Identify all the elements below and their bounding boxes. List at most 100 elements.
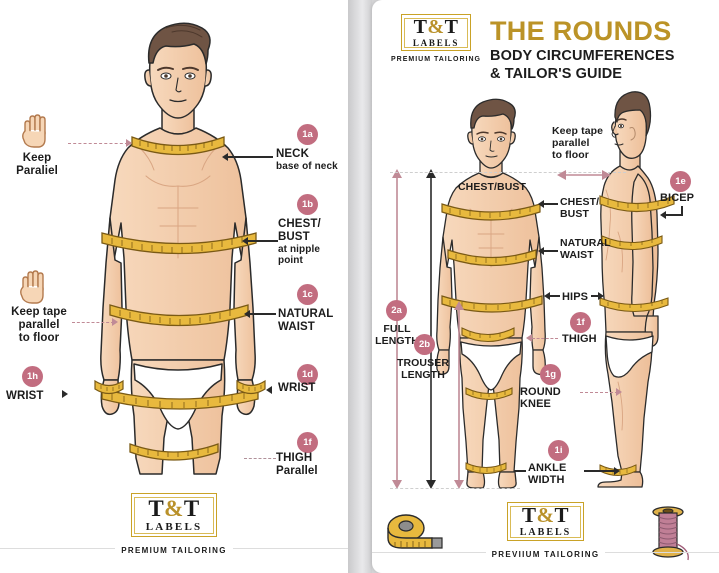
subtitle-line: & TAILOR'S GUIDE: [490, 65, 623, 82]
logo-amp: &: [536, 503, 555, 528]
callout-line: THIGH: [276, 452, 313, 464]
callout-bicep: BICEP: [660, 192, 695, 204]
subtitle-line: BODY CIRCUMFERENCES: [490, 48, 675, 64]
label-line: CHEST/: [560, 196, 600, 208]
leader-line-chest: [248, 240, 278, 242]
page-title: THE ROUNDS: [490, 16, 672, 46]
callout-round-knee: ROUND KNEE: [520, 386, 580, 411]
left-page: Keep Paraliel Keep tape parallel to floo…: [0, 0, 348, 573]
tape-neck-left: [131, 136, 225, 156]
label-line: NATURAL: [560, 237, 611, 249]
leader-line-bicep-v: [681, 206, 683, 216]
logo-labels: LABELS: [519, 527, 572, 538]
callout-line: CHEST/: [278, 218, 321, 230]
badge-1c: 1c: [297, 284, 318, 305]
dash-guide-neck: [68, 143, 128, 144]
leader-line-chest-side: [544, 203, 558, 205]
dash-arrow-knee: [616, 388, 622, 396]
callout-wrist-left: WRIST: [6, 390, 66, 403]
note-line: Paraliel: [16, 164, 58, 177]
badge-1a: 1a: [297, 124, 318, 145]
badge-2a: 2a: [386, 300, 407, 321]
leader-arrow-bicep: [660, 211, 666, 219]
rule-right: [605, 551, 719, 553]
logo-t2: T: [554, 503, 570, 528]
logo-tagline: PREVIIUM TAILORING: [491, 550, 600, 559]
callout-line: ROUND: [520, 386, 561, 398]
callout-line: WRIST: [278, 382, 316, 394]
tape-hip-front-right: [441, 295, 543, 313]
logo-frame: T&T LABELS: [400, 14, 472, 51]
leader-arrow-neck: [222, 153, 228, 161]
dash-leader-thigh: [244, 458, 276, 459]
note-keep-parallel: Keep Paraliel: [6, 152, 68, 178]
label-line: BUST: [560, 207, 589, 220]
leader-line-waist: [250, 313, 276, 315]
dash-arrow-thigh-right: [526, 334, 532, 342]
callout-line: FULL: [383, 323, 411, 335]
page-subtitle: BODY CIRCUMFERENCES & TAILOR'S GUIDE: [490, 48, 675, 83]
logo-tagline-row: PREVIIUM TAILORING: [372, 545, 719, 559]
tape-chest-left: [101, 232, 257, 255]
badge-1f: 1f: [297, 432, 318, 453]
brand-logo-header: T&T LABELS PREMIUM TAILORING: [390, 14, 482, 63]
note-line: to floor: [552, 148, 589, 161]
leader-arrow-hips-right: [598, 292, 604, 300]
callout-full-length: FULL LENGTH: [372, 323, 422, 348]
logo-t1: T: [413, 16, 428, 38]
tape-waist-left: [109, 304, 249, 327]
tape-waist-front-right: [447, 249, 537, 267]
tape-thigh-front-right: [461, 327, 515, 343]
badge-1h: 1h: [22, 366, 43, 387]
callout-line: NATURAL: [278, 308, 334, 320]
logo-labels: LABELS: [145, 521, 203, 533]
logo-tagline: PREMIUM TAILORING: [391, 56, 481, 63]
leader-line-ankle-left: [514, 470, 526, 472]
label-hips: HIPS: [562, 291, 589, 303]
brand-logo-right: T&T LABELS PREVIIUM TAILORING: [372, 502, 719, 559]
badge-1i: 1i: [548, 440, 569, 461]
leader-arrow-wrist-left: [62, 390, 68, 398]
tape-ankle-front-right: [465, 462, 507, 474]
logo-tt: T&T: [413, 16, 459, 38]
dash-arrow-neck: [126, 139, 132, 147]
leader-arrow-ankle: [614, 467, 620, 475]
callout-trouser-length: TROUSER LENGTH: [392, 357, 454, 382]
tape-hip-left: [101, 388, 259, 410]
callout-line: WRIST: [6, 390, 44, 402]
label-chest-bust-front: CHEST/BUST: [457, 181, 527, 193]
note-keep-tape-parallel-right: Keep tape parallel to floor: [552, 125, 628, 161]
logo-t1: T: [148, 496, 165, 522]
logo-frame: T&T LABELS: [130, 493, 218, 537]
tape-thigh-left: [129, 443, 219, 461]
logo-labels: LABELS: [412, 38, 460, 48]
tape-hip-side: [599, 297, 669, 312]
callout-line: KNEE: [520, 398, 551, 411]
note-line: Keep tape: [11, 306, 67, 318]
leader-arrow-waist: [244, 310, 250, 318]
badge-1g: 1g: [540, 364, 561, 385]
logo-frame: T&T LABELS: [506, 502, 585, 541]
tape-knee-front-right: [465, 387, 513, 401]
leader-line-ankle: [584, 470, 616, 472]
leader-line-bicep-h: [666, 214, 682, 216]
callout-wrist-right: WRIST: [278, 382, 348, 395]
logo-t1: T: [521, 503, 537, 528]
leader-arrow-chest-side: [538, 200, 544, 208]
dash-leader-thigh-right: [532, 338, 558, 339]
tape-measure-icon: [387, 514, 443, 549]
tape-wrist-left-arm: [94, 379, 124, 395]
note-line: parallel: [18, 318, 60, 331]
badge-1d: 1d: [297, 364, 318, 385]
badge-1e: 1e: [670, 171, 691, 192]
leader-line-hips-right: [591, 295, 599, 297]
label-line: WAIST: [560, 248, 594, 261]
note-keep-tape-parallel: Keep tape parallel to floor: [0, 306, 78, 345]
callout-line: WIDTH: [528, 474, 565, 487]
front-body-figure-right: [436, 98, 546, 489]
full-length-measure-arrow: [392, 169, 402, 489]
leader-line-hips-left: [550, 295, 560, 297]
callout-ankle-width: ANKLE WIDTH: [528, 462, 584, 487]
thread-spool-icon: [652, 506, 689, 561]
